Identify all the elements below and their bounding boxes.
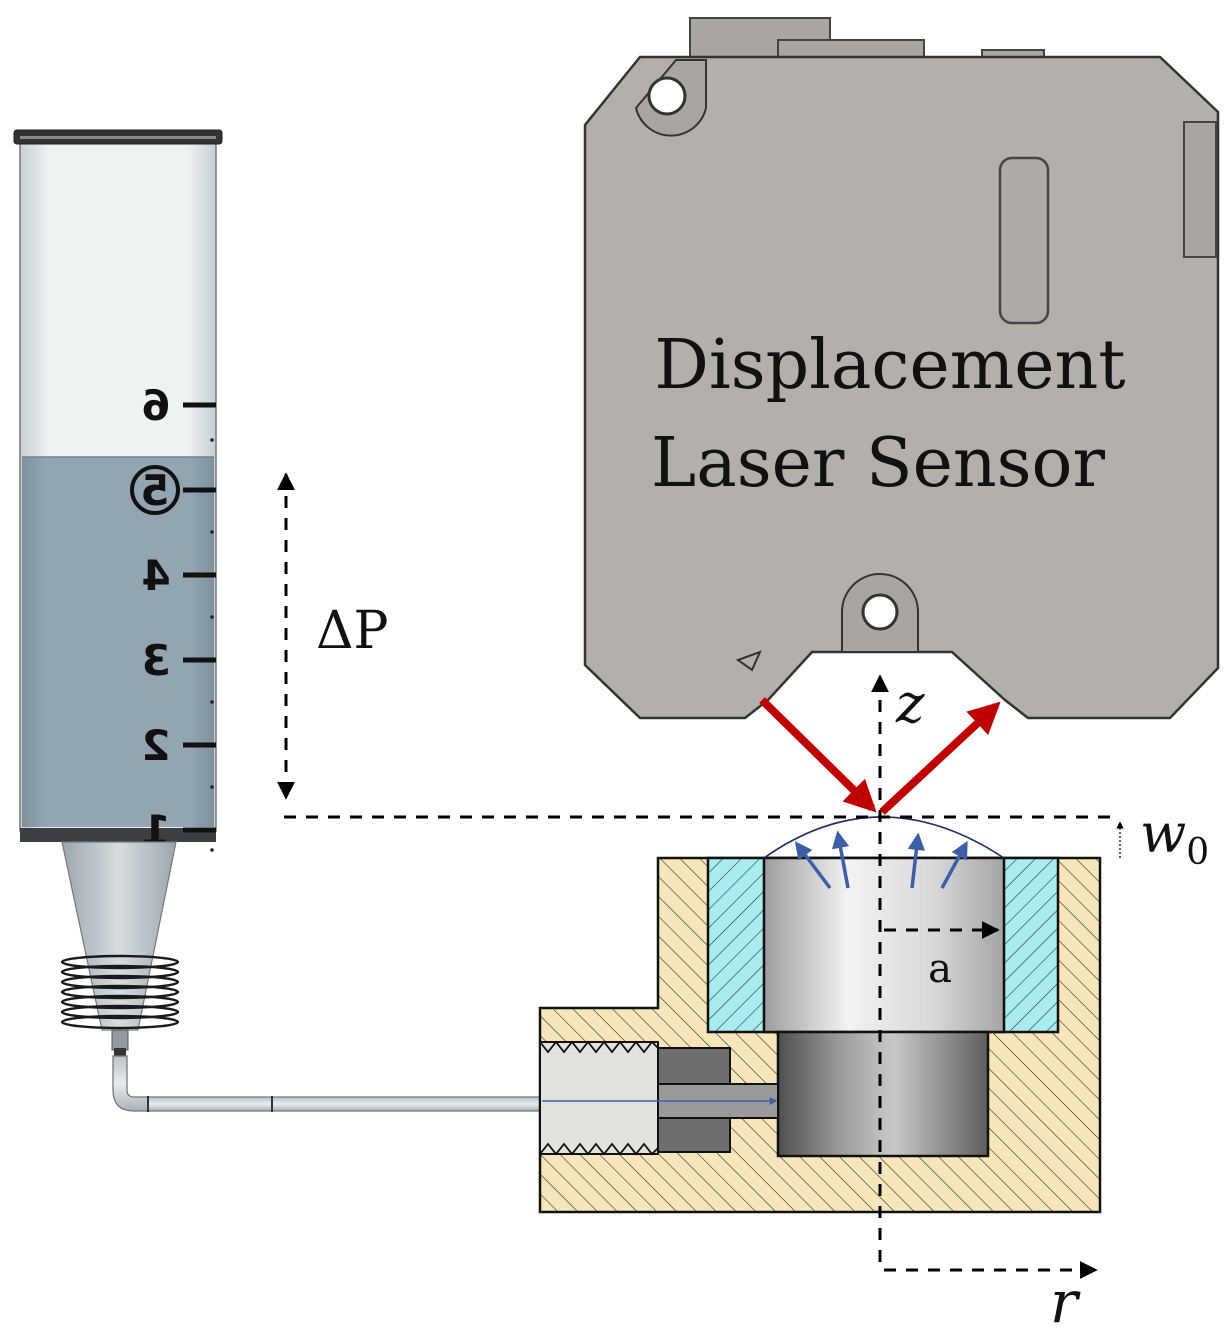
membrane-bulge [763,816,1005,859]
syringe-minor-ticks [210,438,214,852]
sensor-slot [998,156,1050,325]
sensor-triangle-marker [735,650,762,672]
sensor-mount-hole [647,76,687,116]
syringe-liquid [22,457,214,827]
graduation-highlight-circle [130,465,180,515]
laser-sensor: Displacement Laser Sensor [583,17,1220,720]
pressure-arrows [794,830,968,890]
pressure-label: ΔP [316,601,389,661]
membrane-housing-cross-section [538,856,1102,1214]
reflected-beam [879,701,1001,815]
graduation-4: 4 [141,551,170,600]
inner-cavity [762,856,1006,1034]
inlet-thread-bottom [539,1142,659,1156]
sensor-bottom-hole [861,593,899,631]
z-axis-label: z [895,672,925,735]
syringe-tip-cone [61,841,177,1031]
graduation-5: 5 [140,466,169,515]
sensor-label-line1: Displacement [654,326,1125,405]
incident-beam [759,697,877,813]
graduation-3: 3 [141,636,170,685]
graduation-6: 6 [141,381,170,430]
lower-chamber [776,1030,990,1158]
laser-beams [759,697,1001,815]
graduation-2: 2 [141,721,170,770]
dimension-lines [277,472,1112,1279]
syringe-bottom-band [20,828,216,842]
deflection-label: w0 [1140,802,1209,873]
sensor-body [583,55,1220,720]
tube-horizontal [147,1096,541,1112]
syringe: 6 5 4 3 2 1 [13,129,223,1056]
r-axis-label: r [1050,1268,1081,1328]
connecting-tube [112,1055,541,1112]
inlet-bore [539,1041,659,1155]
inlet-thread-top [539,1040,659,1054]
syringe-major-ticks [183,402,216,833]
tube-elbow [112,1055,151,1112]
sensor-side-tab [1183,121,1217,258]
radius-label: a [928,946,952,992]
syringe-threads [60,954,180,1030]
sensor-label-line2: Laser Sensor [651,424,1105,503]
